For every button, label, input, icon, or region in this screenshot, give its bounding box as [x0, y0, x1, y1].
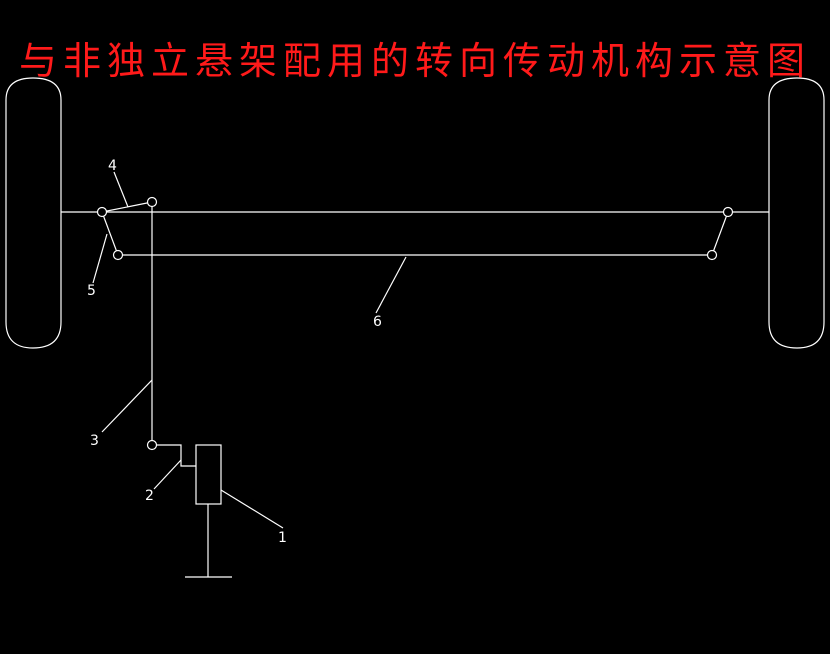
leader-2: [153, 459, 182, 490]
label-3: 3: [90, 433, 99, 449]
leader-1: [220, 489, 284, 529]
joint-knuckle-left: [96, 206, 108, 218]
joint-tierod-right: [706, 249, 718, 261]
leader-4: [113, 171, 129, 208]
left-tie-rod-arm: [101, 211, 119, 256]
joint-arm-top: [146, 196, 158, 208]
steering-knuckle-arm: [101, 201, 153, 213]
label-5: 5: [87, 283, 96, 299]
label-1: 1: [278, 530, 287, 546]
leader-6: [375, 256, 407, 314]
leader-5: [92, 233, 108, 284]
joint-knuckle-right: [722, 206, 734, 218]
steering-gear: [195, 444, 222, 505]
right-wheel: [768, 77, 825, 349]
pitman-arm: [152, 444, 196, 467]
right-tie-rod-arm: [711, 211, 729, 256]
label-2: 2: [145, 488, 154, 504]
leader-3: [101, 379, 153, 433]
label-4: 4: [108, 158, 117, 174]
joint-tierod-left: [112, 249, 124, 261]
label-6: 6: [373, 314, 382, 330]
joint-pitman: [146, 439, 158, 451]
diagram-title: 与非独立悬架配用的转向传动机构示意图: [18, 39, 811, 83]
left-wheel: [5, 77, 62, 349]
